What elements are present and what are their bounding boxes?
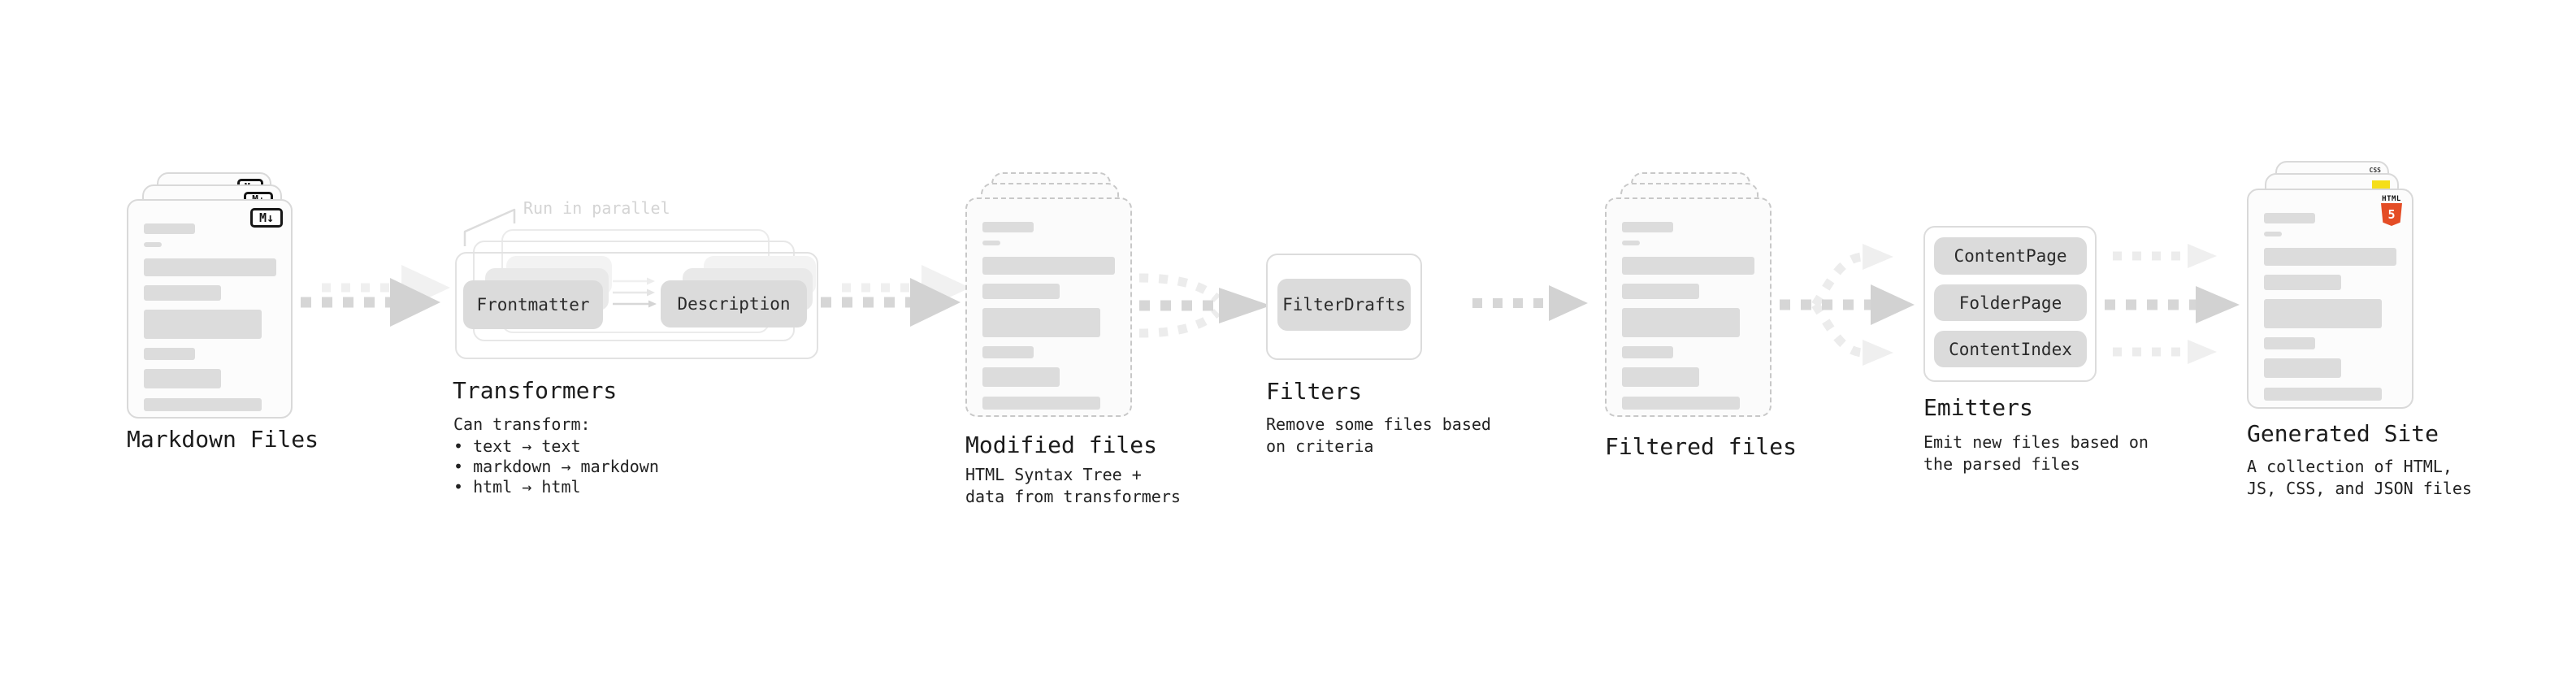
markdown-file-card-front: M↓ [127, 199, 293, 419]
file-text-placeholder [2264, 213, 2396, 401]
stage-generated-site: CSS HTML 5 Generated Site A collectio [2247, 161, 2483, 502]
stage-title: Generated Site [2247, 420, 2439, 447]
parallel-arrows-icon [2105, 244, 2240, 364]
text-bar [1622, 222, 1673, 232]
transform-list: • text → text • markdown → markdown • ht… [453, 436, 659, 497]
text-bar [144, 369, 221, 388]
text-bar [1622, 241, 1640, 245]
stage-filters: FilterDrafts Filters Remove some files b… [1266, 254, 1491, 481]
transform-list-item: • text → text [453, 436, 581, 456]
stage-description: Can transform: [453, 414, 591, 434]
stage-description: A collection of HTML, JS, CSS, and JSON … [2247, 457, 2472, 498]
text-bar [144, 258, 276, 276]
transform-list-item: • markdown → markdown [453, 457, 659, 476]
contentindex-pill: ContentIndex [1934, 331, 2087, 367]
text-bar [982, 308, 1100, 337]
text-bar [1622, 397, 1740, 410]
text-bar [2264, 248, 2396, 266]
text-bar [1622, 257, 1754, 275]
markdown-icon: M↓ [250, 208, 283, 228]
transformer-box-front [455, 252, 818, 359]
stage-title: Filters [1266, 378, 1363, 405]
text-bar [144, 398, 262, 411]
stage-title: Markdown Files [127, 426, 319, 453]
folderpage-pill: FolderPage [1934, 284, 2087, 321]
file-text-placeholder [1622, 222, 1754, 410]
text-bar [982, 241, 1000, 245]
file-text-placeholder [144, 223, 276, 411]
stage-filtered-files: Filtered files [1605, 172, 1816, 514]
stage-markdown-files: M↓ M↓ M↓ Markdown Files [127, 161, 338, 486]
stage-modified-files: Modified files HTML Syntax Tree + data f… [965, 172, 1181, 514]
stage-description: Emit new files based on the parsed files [1923, 432, 2149, 474]
text-bar [144, 285, 221, 301]
text-bar [2264, 388, 2382, 401]
stage-emitters: ContentPage FolderPage ContentIndex Emit… [1923, 226, 2151, 486]
flow-arrow-icon [821, 265, 970, 327]
merge-arrow-icon [1138, 273, 1271, 338]
text-bar [2264, 232, 2282, 236]
text-bar [2264, 337, 2315, 349]
filtered-file-card-front [1605, 197, 1772, 417]
file-text-placeholder [982, 222, 1115, 410]
text-bar [144, 242, 162, 247]
text-bar [1622, 284, 1699, 299]
split-arrow-icon [1780, 244, 1915, 366]
generated-file-card-front: HTML 5 [2247, 189, 2413, 409]
html5-icon: HTML 5 [2381, 195, 2402, 226]
text-bar [982, 397, 1100, 410]
flow-arrow-icon [301, 265, 450, 327]
frontmatter-pill: Frontmatter [463, 280, 603, 329]
flow-arrow-icon [1472, 285, 1588, 321]
stage-transformers: Run in parallel Frontmatter Description … [452, 198, 842, 507]
text-bar [982, 257, 1115, 275]
stage-description: HTML Syntax Tree + data from transformer… [965, 465, 1181, 506]
text-bar [2264, 275, 2341, 290]
text-bar [2264, 358, 2341, 378]
text-bar [1622, 346, 1673, 358]
text-bar [144, 348, 195, 360]
transform-arrows-icon [613, 277, 657, 308]
text-bar [982, 367, 1060, 387]
transform-list-item: • html → html [453, 477, 581, 497]
text-bar [1622, 367, 1699, 387]
modified-file-card-front [965, 197, 1132, 417]
stage-title: Emitters [1923, 394, 2033, 421]
text-bar [2264, 213, 2315, 223]
stage-title: Filtered files [1605, 433, 1798, 460]
text-bar [1622, 308, 1740, 337]
text-bar [144, 310, 262, 339]
text-bar [2264, 299, 2382, 328]
contentpage-pill: ContentPage [1934, 237, 2087, 275]
js-icon [2372, 180, 2390, 190]
stage-description: Remove some files based on criteria [1266, 414, 1491, 456]
text-bar [982, 222, 1034, 232]
stage-title: Modified files [965, 432, 1158, 458]
annotation-leader-line [463, 208, 516, 246]
text-bar [982, 284, 1060, 299]
stage-title: Transformers [453, 377, 618, 404]
filterdrafts-pill: FilterDrafts [1277, 279, 1411, 331]
run-in-parallel-label: Run in parallel [523, 198, 670, 218]
text-bar [144, 223, 195, 234]
text-bar [982, 346, 1034, 358]
description-pill: Description [661, 280, 807, 327]
